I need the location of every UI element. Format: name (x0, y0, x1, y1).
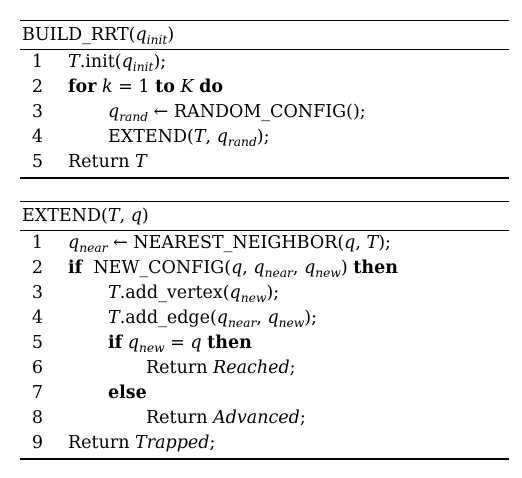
line-number: 2 (31, 258, 43, 278)
line-number: 5 (31, 152, 43, 172)
header-rule (20, 49, 509, 50)
line-number: 3 (31, 102, 43, 122)
line-number: 5 (31, 333, 43, 353)
algorithm-build-rrt: BUILD_RRT(qinit) 1 T.init(qinit); 2 for … (20, 20, 509, 179)
code-line: 8 Return Advanced; (20, 406, 509, 431)
code-text: T.add_edge(qnear, qnew); (108, 308, 318, 330)
code-text: T.add_vertex(qnew); (108, 283, 280, 305)
line-number: 4 (31, 127, 43, 147)
code-line: 2 for k = 1 to K do (20, 75, 509, 100)
line-number: 8 (31, 408, 43, 428)
code-line: 5 Return T (20, 150, 509, 175)
line-number: 1 (31, 52, 43, 72)
code-text: qnear ← NEAREST_NEIGHBOR(q, T); (68, 233, 391, 255)
code-line: 4 EXTEND(T, qrand); (20, 125, 509, 150)
line-number: 3 (31, 283, 43, 303)
code-line: 5 if qnew = q then (20, 331, 509, 356)
top-rule (20, 20, 509, 21)
code-line: 7 else (20, 381, 509, 406)
code-text: Return Reached; (146, 358, 296, 378)
bottom-rule (20, 458, 509, 460)
header-rule (20, 230, 509, 231)
bottom-rule (20, 177, 509, 179)
code-line: 2 if NEW_CONFIG(q, qnear, qnew) then (20, 256, 509, 281)
code-line: 6 Return Reached; (20, 356, 509, 381)
code-line: 3 qrand ← RANDOM_CONFIG(); (20, 100, 509, 125)
code-line: 4 T.add_edge(qnear, qnew); (20, 306, 509, 331)
code-line: 1 T.init(qinit); (20, 50, 509, 75)
line-number: 1 (31, 233, 43, 253)
algorithm-header: EXTEND(T, q) (22, 206, 149, 226)
line-number: 2 (31, 77, 43, 97)
algorithm-header: BUILD_RRT(qinit) (22, 25, 175, 47)
code-text: Return Advanced; (146, 408, 306, 428)
code-text: T.init(qinit); (68, 52, 167, 74)
top-rule (20, 201, 509, 202)
code-text: else (108, 383, 147, 403)
code-text: qrand ← RANDOM_CONFIG(); (108, 102, 366, 124)
line-number: 9 (31, 433, 43, 453)
code-text: EXTEND(T, qrand); (108, 127, 270, 149)
code-line: 9 Return Trapped; (20, 431, 509, 456)
code-text: Return T (68, 152, 147, 172)
line-number: 7 (31, 383, 43, 403)
code-text: for k = 1 to K do (68, 77, 224, 97)
code-text: Return Trapped; (68, 433, 216, 453)
line-number: 4 (31, 308, 43, 328)
code-line: 3 T.add_vertex(qnew); (20, 281, 509, 306)
code-line: 1 qnear ← NEAREST_NEIGHBOR(q, T); (20, 231, 509, 256)
code-text: if NEW_CONFIG(q, qnear, qnew) then (68, 258, 398, 280)
algorithm-extend: EXTEND(T, q) 1 qnear ← NEAREST_NEIGHBOR(… (20, 201, 509, 460)
line-number: 6 (31, 358, 43, 378)
code-text: if qnew = q then (108, 333, 252, 355)
